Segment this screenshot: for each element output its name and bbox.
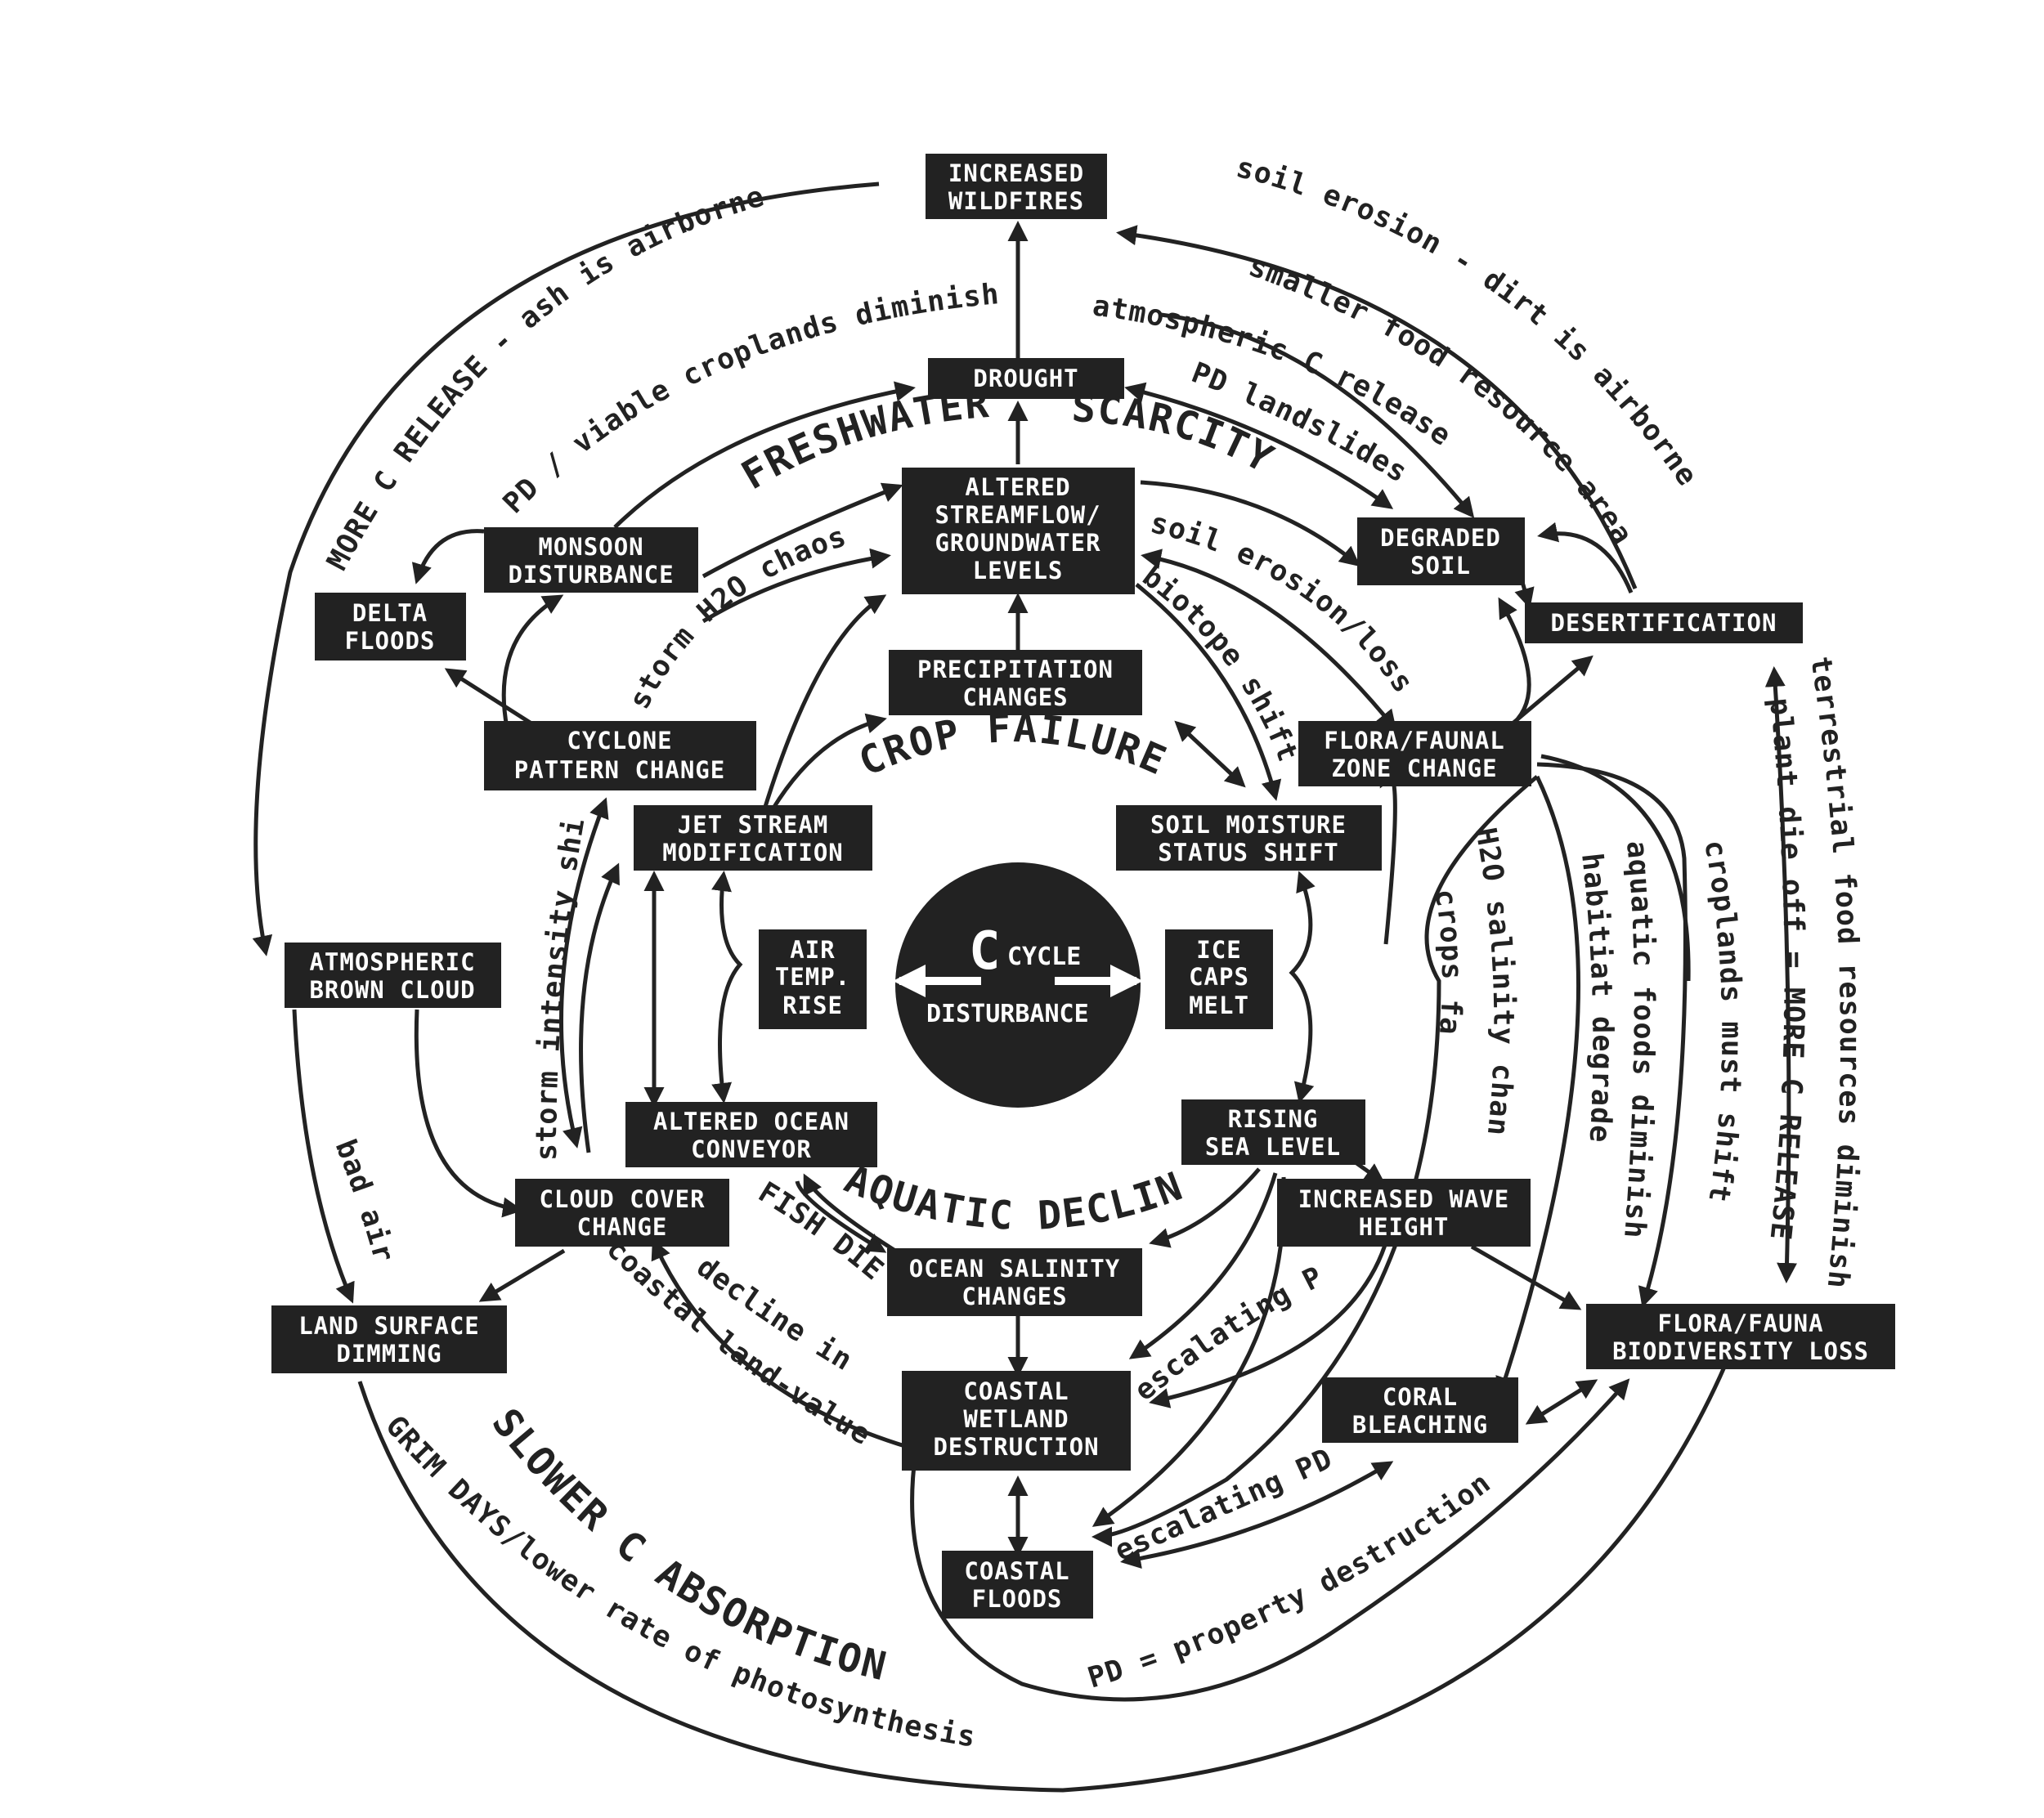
svg-text:TEMP.: TEMP. [775, 963, 850, 991]
svg-text:STATUS SHIFT: STATUS SHIFT [1158, 839, 1339, 866]
box-coastal-floods: COASTAL FLOODS [942, 1551, 1093, 1619]
box-delta-floods: DELTA FLOODS [315, 593, 466, 660]
connectors [252, 181, 1798, 1793]
box-cloud-cover-change: CLOUD COVER CHANGE [515, 1179, 729, 1247]
box-altered-streamflow: ALTERED STREAMFLOW/ GROUNDWATER LEVELS [902, 468, 1135, 594]
svg-text:FLORA/FAUNA: FLORA/FAUNA [1657, 1310, 1823, 1337]
svg-text:LEVELS: LEVELS [973, 557, 1064, 584]
svg-text:FLORA/FAUNAL: FLORA/FAUNAL [1324, 727, 1505, 755]
svg-text:AIR: AIR [790, 936, 835, 964]
label-biotope-shift: biotope shift [1136, 560, 1305, 767]
svg-text:ZONE CHANGE: ZONE CHANGE [1331, 755, 1497, 782]
box-coral-bleaching: CORAL BLEACHING [1322, 1377, 1518, 1443]
svg-text:GROUNDWATER: GROUNDWATER [935, 529, 1100, 557]
box-air-temp-rise: AIR TEMP. RISE [759, 929, 867, 1029]
svg-text:FLOODS: FLOODS [972, 1585, 1063, 1613]
svg-text:SOIL MOISTURE: SOIL MOISTURE [1150, 811, 1347, 839]
svg-text:OCEAN SALINITY: OCEAN SALINITY [909, 1255, 1120, 1283]
box-precipitation-changes: PRECIPITATION CHANGES [889, 650, 1142, 715]
svg-text:COASTAL: COASTAL [964, 1557, 1069, 1585]
box-jet-stream: JET STREAM MODIFICATION [634, 805, 872, 871]
svg-text:WILDFIRES: WILDFIRES [948, 187, 1084, 215]
label-plant-die-off: plant die off = MORE C RELEASE [1763, 696, 1809, 1242]
svg-text:DEGRADED: DEGRADED [1380, 524, 1501, 552]
svg-text:RISE: RISE [782, 992, 843, 1019]
center-disturbance-label: DISTURBANCE [926, 1000, 1089, 1028]
box-monsoon-disturbance: MONSOON DISTURBANCE [484, 527, 698, 593]
svg-text:STREAMFLOW/: STREAMFLOW/ [935, 501, 1100, 529]
svg-text:COASTAL: COASTAL [963, 1377, 1069, 1405]
svg-text:DESERTIFICATION: DESERTIFICATION [1551, 609, 1777, 637]
svg-text:BIODIVERSITY LOSS: BIODIVERSITY LOSS [1612, 1337, 1869, 1365]
svg-text:ALTERED: ALTERED [965, 473, 1070, 501]
svg-text:DISTURBANCE: DISTURBANCE [508, 561, 674, 589]
svg-text:BROWN CLOUD: BROWN CLOUD [309, 976, 475, 1004]
svg-text:DROUGHT: DROUGHT [973, 365, 1078, 392]
box-soil-moisture: SOIL MOISTURE STATUS SHIFT [1116, 805, 1382, 871]
label-pd-property: PD = property destruction [1084, 1466, 1497, 1695]
svg-text:CHANGE: CHANGE [577, 1213, 668, 1241]
box-atmospheric-brown-cloud: ATMOSPHERIC BROWN CLOUD [285, 943, 501, 1008]
svg-text:ICE: ICE [1196, 936, 1241, 964]
svg-text:LAND SURFACE: LAND SURFACE [298, 1312, 480, 1340]
svg-text:CHANGES: CHANGES [961, 1283, 1067, 1310]
svg-text:WETLAND: WETLAND [963, 1405, 1069, 1433]
svg-text:INCREASED: INCREASED [948, 159, 1084, 187]
svg-text:FLOODS: FLOODS [345, 627, 436, 655]
box-ice-caps-melt: ICE CAPS MELT [1165, 929, 1273, 1029]
svg-text:CYCLONE: CYCLONE [567, 727, 672, 755]
box-increased-wildfires: INCREASED WILDFIRES [926, 154, 1107, 219]
label-terrestrial-food: terrestrial food resources diminish [1804, 654, 1866, 1290]
label-bad-air: bad air [329, 1135, 401, 1266]
label-smaller-food: smaller food resource area [1244, 250, 1638, 551]
svg-text:MONSOON: MONSOON [538, 533, 643, 561]
svg-text:JET STREAM: JET STREAM [678, 811, 829, 839]
svg-text:DIMMING: DIMMING [336, 1340, 442, 1368]
box-biodiversity-loss: FLORA/FAUNA BIODIVERSITY LOSS [1586, 1304, 1895, 1369]
box-degraded-soil: DEGRADED SOIL [1357, 517, 1525, 585]
label-decline-in: decline in [691, 1251, 858, 1377]
label-croplands-shift: croplands must shift [1697, 838, 1747, 1205]
svg-text:CONVEYOR: CONVEYOR [691, 1135, 812, 1163]
svg-text:HEIGHT: HEIGHT [1359, 1213, 1450, 1241]
label-soil-erosion-airborne: soil erosion - dirt is airborne [1233, 151, 1704, 492]
label-aquatic-foods: aquatic foods diminish [1617, 840, 1660, 1240]
svg-text:INCREASED WAVE: INCREASED WAVE [1298, 1185, 1509, 1213]
box-coastal-wetland-destruction: COASTAL WETLAND DESTRUCTION [902, 1371, 1131, 1471]
svg-text:SEA LEVEL: SEA LEVEL [1205, 1133, 1341, 1161]
box-altered-ocean-conveyor: ALTERED OCEAN CONVEYOR [625, 1102, 877, 1167]
svg-text:BLEACHING: BLEACHING [1352, 1411, 1488, 1439]
svg-text:CAPS: CAPS [1189, 963, 1249, 991]
svg-text:DELTA: DELTA [352, 599, 428, 627]
label-escalating-pd-2: escalating PD [1110, 1442, 1338, 1568]
svg-text:ATMOSPHERIC: ATMOSPHERIC [309, 948, 475, 976]
box-cyclone-pattern-change: CYCLONE PATTERN CHANGE [484, 721, 756, 790]
box-flora-faunal-zone-change: FLORA/FAUNAL ZONE CHANGE [1298, 721, 1531, 786]
svg-text:MELT: MELT [1189, 992, 1249, 1019]
svg-text:SOIL: SOIL [1410, 552, 1471, 580]
svg-text:DESTRUCTION: DESTRUCTION [933, 1433, 1099, 1461]
svg-text:MODIFICATION: MODIFICATION [662, 839, 844, 866]
carbon-cycle-center: C CYCLE DISTURBANCE [893, 862, 1143, 1108]
box-land-surface-dimming: LAND SURFACE DIMMING [271, 1305, 507, 1373]
theme-crop-failure: CROP FAILURE [852, 705, 1173, 786]
svg-text:CLOUD COVER: CLOUD COVER [539, 1185, 705, 1213]
svg-text:PATTERN CHANGE: PATTERN CHANGE [514, 756, 725, 784]
svg-text:PRECIPITATION: PRECIPITATION [917, 656, 1114, 683]
box-drought: DROUGHT [928, 358, 1124, 399]
svg-text:CHANGES: CHANGES [962, 683, 1068, 711]
center-cycle-label: CYCLE [1007, 943, 1081, 971]
box-ocean-salinity-changes: OCEAN SALINITY CHANGES [887, 1248, 1142, 1316]
svg-text:RISING: RISING [1228, 1105, 1319, 1133]
box-increased-wave-height: INCREASED WAVE HEIGHT [1277, 1179, 1531, 1247]
box-rising-sea-level: RISING SEA LEVEL [1181, 1099, 1365, 1165]
box-desertification: DESERTIFICATION [1525, 602, 1803, 643]
center-c-letter: C [969, 921, 1001, 982]
svg-text:CORAL: CORAL [1383, 1383, 1458, 1411]
svg-text:ALTERED OCEAN: ALTERED OCEAN [653, 1108, 849, 1135]
